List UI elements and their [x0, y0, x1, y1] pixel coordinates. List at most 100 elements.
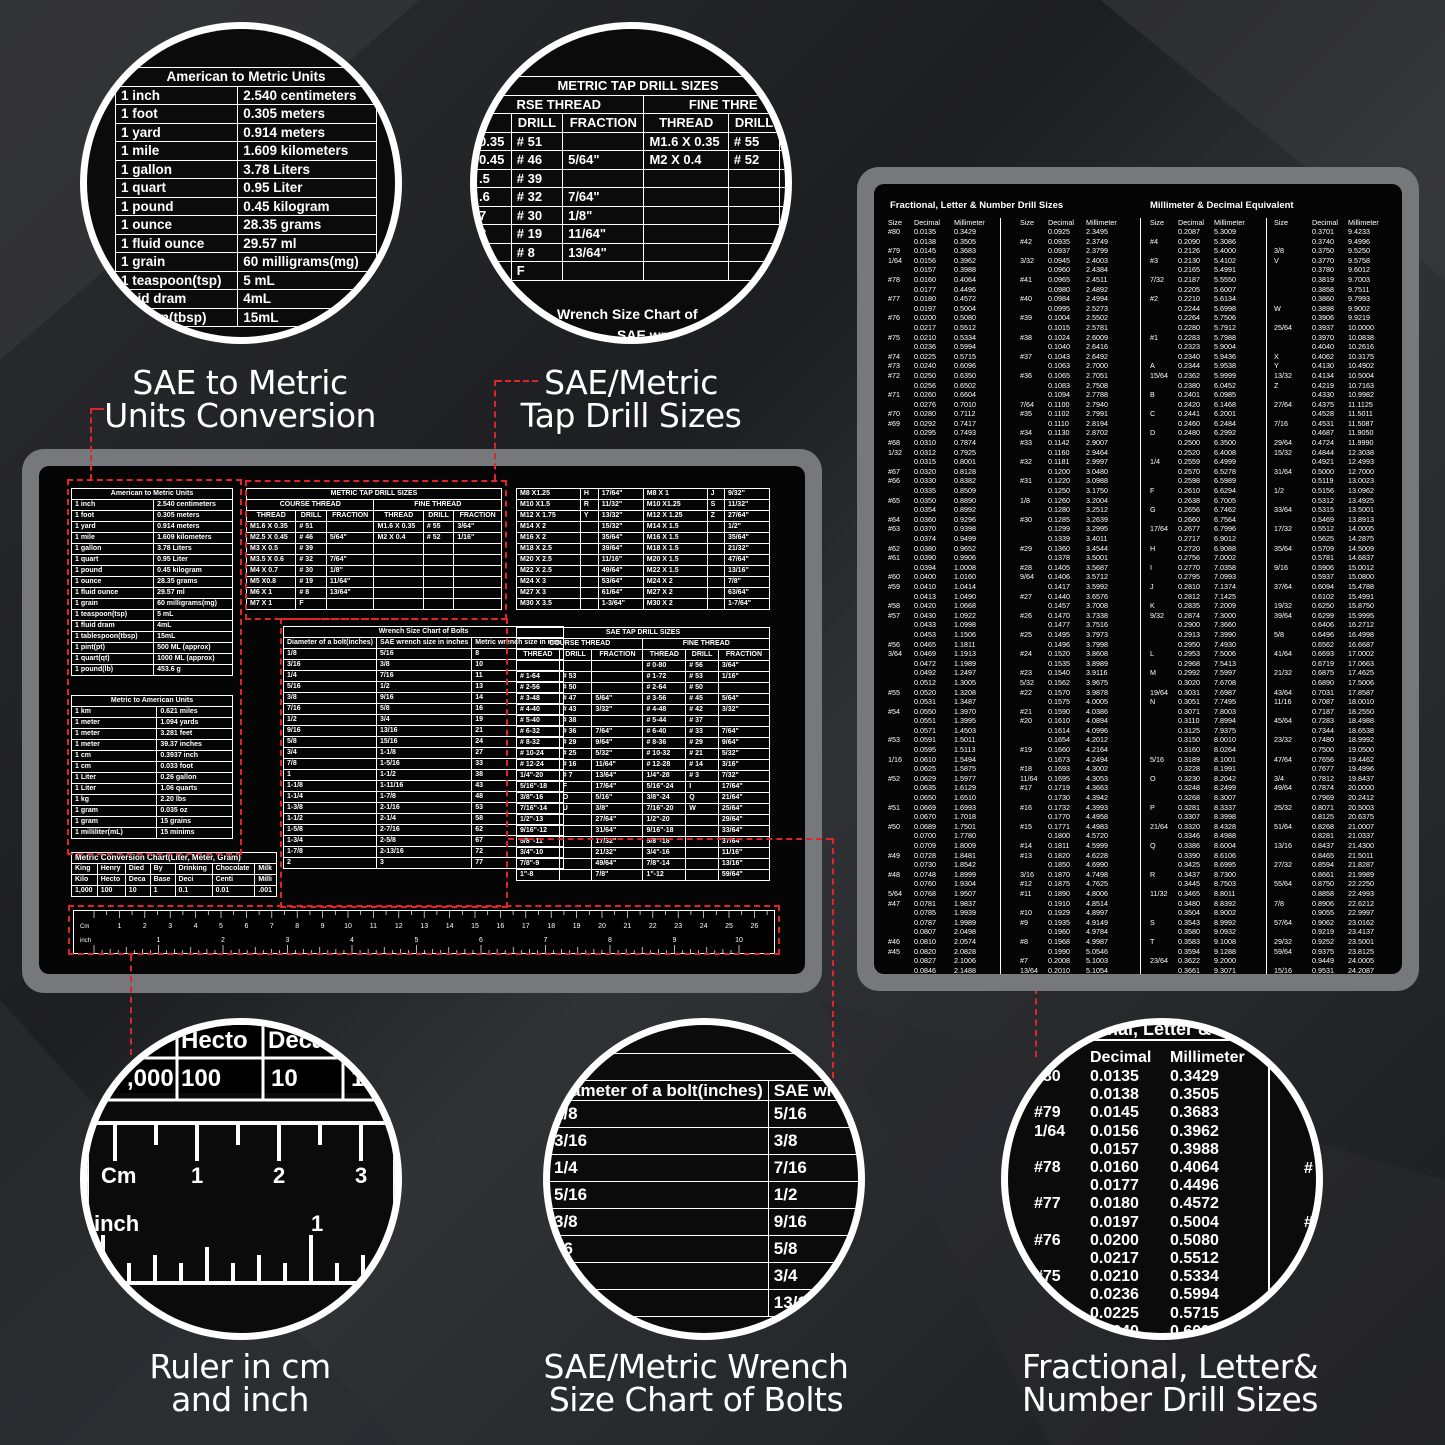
table-cell: 5/8 — [767, 1235, 858, 1263]
table-cell: 13/16" — [717, 858, 771, 870]
table-cell: # 37 — [685, 715, 719, 727]
table-cell: 100 — [96, 885, 126, 897]
table-cell: 3.78 Liters — [237, 159, 377, 179]
table-cell: M12 X 1.25 — [642, 510, 708, 522]
table-cell: fluid dram — [114, 289, 239, 309]
table-cell: 17/64" — [597, 488, 644, 500]
table-cell: 10 — [124, 885, 151, 897]
table-cell — [558, 869, 593, 881]
table-cell: # 19 — [510, 224, 564, 244]
table-cell: 11/32" — [597, 499, 644, 511]
table-cell: # 10-32 — [642, 748, 687, 760]
table-cell: M16 X 2 — [516, 532, 581, 544]
table-cell: 13/32" — [597, 510, 644, 522]
table-cell: 3/4"-16 — [642, 847, 687, 859]
table-cell: 1 fluid dram — [70, 620, 155, 632]
table-cell — [562, 168, 645, 188]
table-cell: M14 X 1.5 — [642, 521, 708, 533]
table-cell: 7/32" — [717, 770, 771, 782]
drill-col4-mm: 9.4233 9.4996 9.5250 9.5758 9.6012 9.700… — [1348, 227, 1374, 974]
table-cell: 5/16 — [550, 1181, 769, 1209]
table-cell: 1/2"-13 — [516, 814, 560, 826]
drill-size-board: Fractional, Letter & Number Drill Sizes … — [874, 184, 1402, 974]
table-row: 0.45# 465/64"M2 X 0.4# 521/ — [477, 150, 785, 170]
table-cell: # 50 — [685, 682, 719, 694]
table-cell: # 43 — [558, 704, 593, 716]
zoom-wrench-table: Wrench Size Ch Diameter of a bolt(inches… — [550, 1053, 858, 1317]
table-cell: 1 pound(lb) — [70, 664, 155, 676]
ruler-cm-number: 16 — [497, 923, 505, 930]
table-cell: .001 — [254, 885, 277, 897]
table-cell: By — [149, 863, 176, 875]
table-cell: M16 X 1.5 — [642, 532, 708, 544]
zoom-ruler-ticks — [101, 1125, 391, 1281]
zoom-drill-title: onal, Letter & — [1096, 1025, 1212, 1039]
highlight-ruler — [68, 905, 780, 955]
table-cell — [727, 261, 781, 281]
highlight-wrench — [280, 618, 508, 908]
table-cell: M20 X 1.5 — [642, 554, 708, 566]
ruler-cm-number: 6 — [244, 923, 248, 930]
ruler-cm-number: 9 — [321, 923, 325, 930]
table-cell — [706, 565, 725, 577]
table-cell: FRACTION — [453, 510, 502, 522]
drill-col3-mm: 5.3009 5.3086 5.4000 5.4102 5.4991 5.555… — [1214, 227, 1236, 974]
table-cell: 59/64" — [717, 869, 771, 881]
table-cell: 0.305 meters — [237, 104, 377, 124]
table-row: 3/4 — [550, 1262, 858, 1290]
table-cell — [706, 532, 725, 544]
table-cell: 0.914 meters — [237, 122, 377, 142]
table-cell: 1-11/16 — [375, 780, 473, 792]
table-cell: M30 X 2 — [642, 598, 708, 610]
table-cell: Deci — [174, 874, 213, 886]
table-cell: 9/16"-12 — [516, 825, 560, 837]
caption-tap-drill-sizes: SAE/Metric Tap Drill Sizes — [520, 363, 742, 435]
table-cell: # 1-64 — [516, 671, 560, 683]
table-cell — [727, 242, 781, 262]
drill-sheet-title-right: Millimeter & Decimal Equivalent — [1150, 200, 1294, 211]
table-cell: 1-3/64" — [597, 598, 644, 610]
table-cell: 7/8" — [723, 576, 771, 588]
table-cell: 1 — [149, 885, 176, 897]
table-cell: 11/64" — [562, 224, 645, 244]
wrench-size-table: Wrench Size Chart of Bolts Diameter of a… — [282, 626, 565, 869]
table-cell: 1 pound — [114, 196, 239, 216]
table-cell: # 29 — [558, 737, 593, 749]
table-cell: 1 quart — [114, 178, 239, 198]
table-cell: THREAD — [516, 649, 560, 661]
table-cell: 13/64" — [562, 242, 645, 262]
table-row: 1 milliliter(mL)15 minims — [70, 827, 233, 839]
table-cell: 27/64" — [591, 814, 644, 826]
table-cell: M22 X 2.5 — [516, 565, 581, 577]
table-cell: 7/64" — [562, 187, 645, 207]
ruler-cm-number: 10 — [344, 923, 352, 930]
table-cell — [685, 858, 719, 870]
table-cell — [685, 847, 719, 859]
table-cell: 3/8 — [550, 1208, 769, 1236]
table-cell: # 5-40 — [516, 715, 560, 727]
table-cell — [579, 532, 599, 544]
ruler-cm-number: 25 — [725, 923, 733, 930]
table-cell: F — [510, 261, 564, 281]
table-cell: Henry — [96, 863, 126, 875]
table-cell: M8 X 1 — [642, 488, 708, 500]
table-cell: Hecto — [96, 874, 126, 886]
table-cell — [727, 187, 781, 207]
table-cell: # 16 — [558, 759, 593, 771]
